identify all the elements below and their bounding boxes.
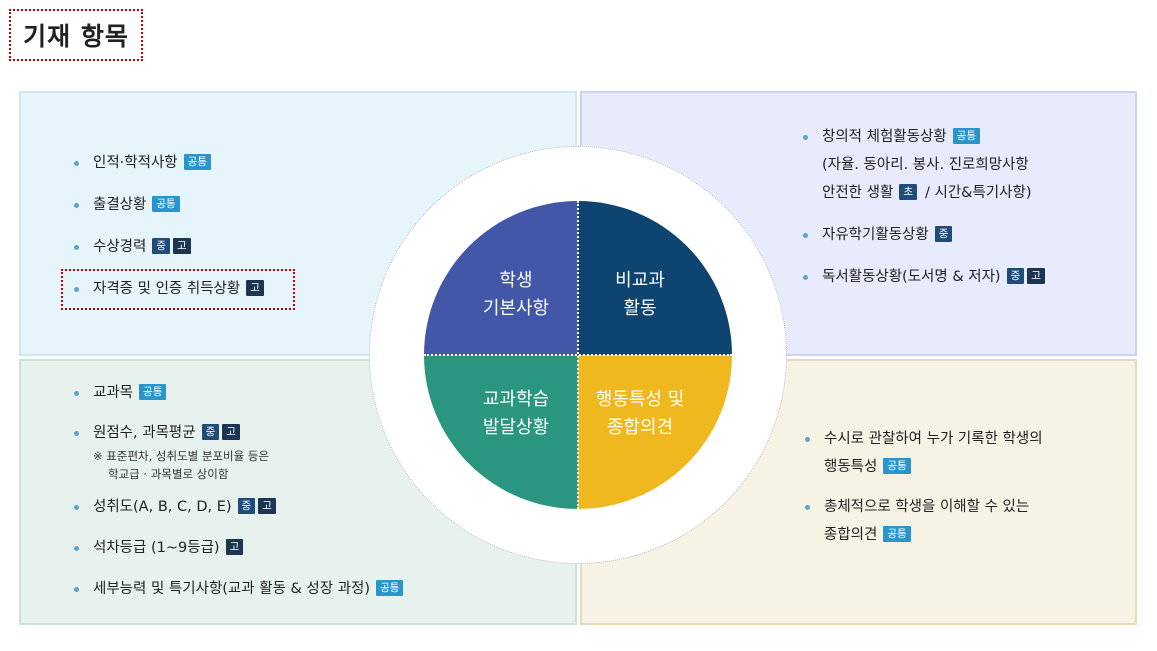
item-label: 독서활동상황(도서명 & 저자) [822, 269, 1001, 285]
item-note: 학교급 · 과목별로 상이함 [108, 467, 229, 481]
badge-middle: 중 [934, 226, 953, 242]
item-label: 출결상황 [93, 197, 147, 213]
slice-label: 종합의견 [606, 417, 674, 438]
slice-label: 교과학습 [482, 389, 550, 410]
list-item: 출결상황 공통 [73, 191, 264, 219]
slice-label: 활동 [623, 298, 657, 319]
badge-high: 고 [173, 238, 191, 254]
section-title-box: 기재 항목 [9, 9, 143, 61]
extracurricular-list: 창의적 체험활동상황 공통 (자율. 동아리. 봉사. 진로희망사항 안전한 생활… [802, 123, 1045, 291]
pie-divider-horizontal [424, 354, 732, 356]
item-detail: / 시간&특기사항) [924, 185, 1032, 201]
badge-middle: 중 [237, 498, 256, 514]
badge-high: 고 [225, 539, 244, 555]
list-item: 교과목 공통 [73, 379, 403, 407]
slice-label: 학생 [499, 270, 533, 291]
badge-common: 공통 [183, 154, 211, 170]
item-label: 세부능력 및 특기사항(교과 활동 & 성장 과정) [93, 581, 371, 597]
badge-middle: 중 [201, 424, 220, 440]
item-label: 창의적 체험활동상황 [822, 129, 947, 145]
list-item: 창의적 체험활동상황 공통 (자율. 동아리. 봉사. 진로희망사항 안전한 생활… [802, 123, 1045, 207]
item-note: ※ 표준편차, 성취도별 분포비율 등은 [93, 449, 270, 463]
list-item: 석차등급 (1~9등급) 고 [73, 534, 403, 562]
badge-common: 공통 [376, 580, 404, 596]
item-label: 수상경력 [93, 239, 147, 255]
badge-common: 공통 [952, 128, 980, 144]
badge-elementary: 초 [899, 184, 917, 200]
list-item: 자격증 및 인증 취득상황 고 [73, 275, 264, 303]
item-detail: (자율. 동아리. 봉사. 진로희망사항 [822, 157, 1029, 173]
section-title: 기재 항목 [23, 22, 129, 51]
item-label: 총체적으로 학생을 이해할 수 있는 [824, 499, 1030, 515]
badge-common: 공통 [152, 196, 180, 212]
badge-high: 고 [246, 280, 264, 296]
item-label: 종합의견 [824, 527, 878, 543]
slice-label: 발달상황 [482, 417, 550, 438]
slice-label: 기본사항 [482, 298, 550, 319]
slice-label: 행동특성 및 [595, 389, 685, 410]
badge-common: 공통 [883, 458, 911, 474]
item-label: 수시로 관찰하여 누가 기록한 학생의 [824, 431, 1043, 447]
highlight-box [61, 269, 295, 310]
badge-high: 고 [258, 498, 276, 514]
badge-high: 고 [1027, 268, 1045, 284]
badge-common: 공통 [883, 526, 911, 542]
item-label: 자격증 및 인증 취득상황 [93, 281, 241, 297]
list-item: 세부능력 및 특기사항(교과 활동 & 성장 과정) 공통 [73, 575, 404, 603]
item-label: 자유학기활동상황 [822, 227, 929, 243]
item-label: 성취도(A, B, C, D, E) [93, 499, 232, 515]
item-label: 인적·학적사항 [93, 155, 178, 171]
badge-high: 고 [222, 424, 240, 440]
badge-common: 공통 [139, 384, 167, 400]
item-label: 교과목 [93, 385, 134, 401]
item-label: 석차등급 (1~9등급) [93, 540, 220, 556]
list-item: 총체적으로 학생을 이해할 수 있는 종합의견 공통 [804, 493, 1043, 549]
item-label: 행동특성 [824, 459, 878, 475]
list-item: 인적·학적사항 공통 [73, 149, 264, 177]
badge-middle: 중 [152, 238, 171, 254]
item-label: 원점수, 과목평균 [93, 425, 196, 441]
item-detail: 안전한 생활 [822, 185, 894, 201]
badge-middle: 중 [1006, 268, 1025, 284]
list-item: 수시로 관찰하여 누가 기록한 학생의 행동특성 공통 [804, 425, 1043, 481]
list-item: 자유학기활동상황 중 [802, 221, 1045, 249]
slice-label: 비교과 [615, 270, 665, 291]
